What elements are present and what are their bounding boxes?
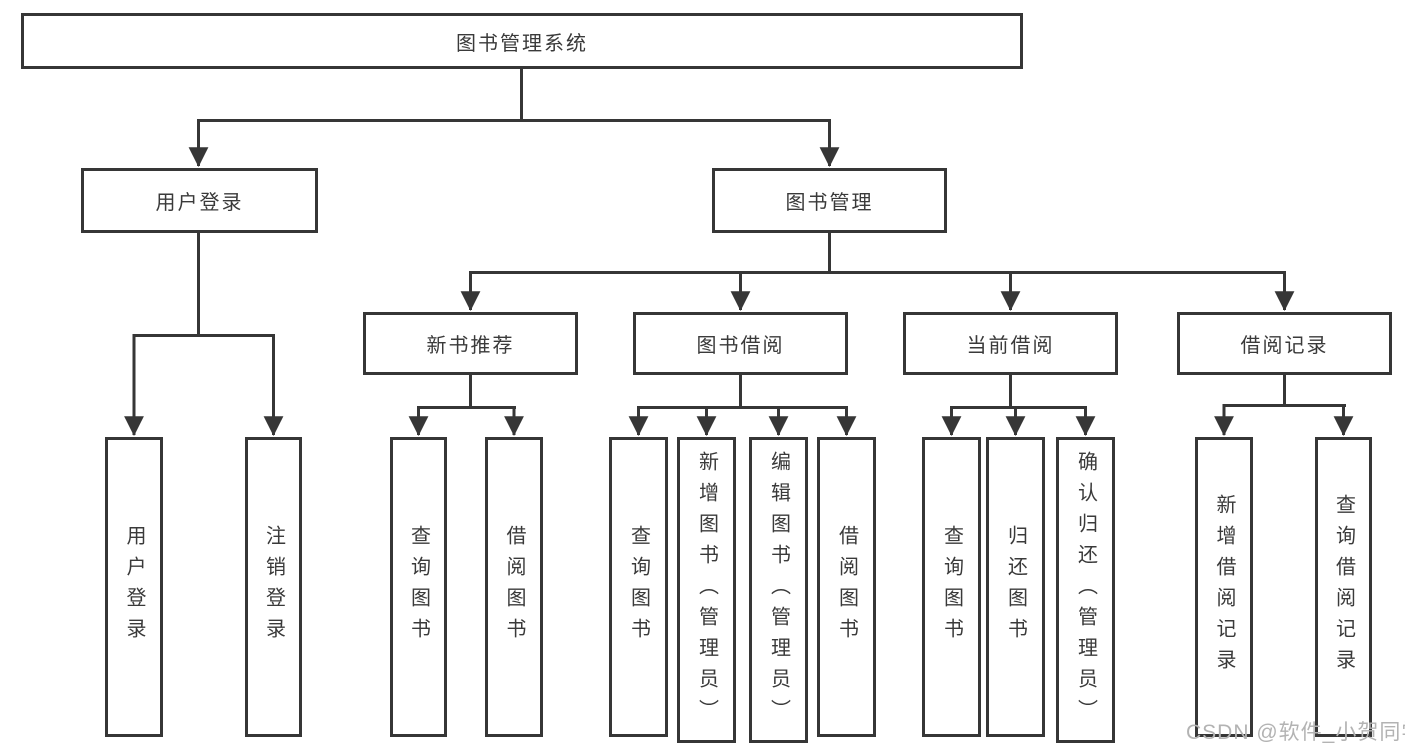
leaf-logout: 注销登录 xyxy=(245,437,302,737)
leaf-bb-borrow-books: 借阅图书 xyxy=(817,437,876,737)
leaf-bb-edit-books-admin: 编辑图书（管理员） xyxy=(749,437,808,743)
leaf-br-add-record: 新增借阅记录 xyxy=(1195,437,1253,737)
leaf-cb-confirm-return-admin: 确认归还（管理员） xyxy=(1056,437,1115,743)
leaf-br-query-record: 查询借阅记录 xyxy=(1315,437,1372,737)
node-user-login: 用户登录 xyxy=(81,168,318,233)
leaf-bb-query-books: 查询图书 xyxy=(609,437,668,737)
leaf-cb-return-books: 归还图书 xyxy=(986,437,1045,737)
csdn-watermark: CSDN @软件_小贺同学 xyxy=(1186,721,1405,744)
node-current-borrow: 当前借阅 xyxy=(903,312,1118,375)
leaf-rec-borrow-books: 借阅图书 xyxy=(485,437,543,737)
node-book-management: 图书管理 xyxy=(712,168,947,233)
leaf-user-login: 用户登录 xyxy=(105,437,163,737)
node-borrow-records: 借阅记录 xyxy=(1177,312,1392,375)
node-new-book-recommend: 新书推荐 xyxy=(363,312,578,375)
node-book-borrow: 图书借阅 xyxy=(633,312,848,375)
leaf-cb-query-books: 查询图书 xyxy=(922,437,981,737)
leaf-rec-query-books: 查询图书 xyxy=(390,437,447,737)
node-library-system: 图书管理系统 xyxy=(21,13,1023,69)
leaf-bb-add-books-admin: 新增图书（管理员） xyxy=(677,437,736,743)
